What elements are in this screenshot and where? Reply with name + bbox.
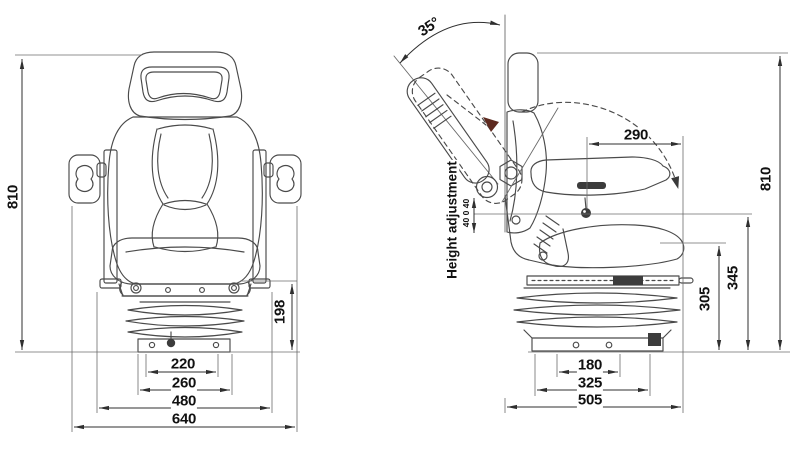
dim-label-side-325: 325: [576, 374, 604, 392]
dim-label-front-220: 220: [169, 355, 197, 373]
armrest-front-left: [68, 149, 122, 289]
base-side: [531, 333, 664, 352]
adjustment-range-label: 40 0 40: [460, 197, 471, 229]
armrest-rotation-arc: [521, 101, 680, 189]
lumbar-lever: [581, 197, 591, 218]
headrest-front: [127, 51, 243, 121]
dim-label-front-640: 640: [170, 410, 198, 428]
dim-label-side-290: 290: [622, 126, 650, 144]
armrest-front-right: [248, 149, 302, 289]
folded-armrest: [406, 77, 490, 184]
dim-label-side-505: 505: [576, 391, 604, 409]
dim-label-side-305: 305: [696, 285, 714, 313]
side-extension-lines: [474, 52, 790, 413]
backrest-front: [107, 116, 263, 285]
seat-frame-front: [119, 281, 251, 297]
folded-backrest-dashed: [411, 67, 523, 204]
recline-bracket: [504, 195, 569, 267]
fold-direction-arrow: [483, 117, 499, 132]
armrest-side: [530, 156, 671, 196]
dim-label-front-260: 260: [170, 374, 198, 392]
front-view-drawing: [68, 51, 302, 353]
seat-cushion-side: [538, 224, 685, 269]
dim-label-side-810: 810: [757, 165, 775, 193]
seat-rails: [526, 275, 694, 286]
seat-cushion-front: [109, 237, 261, 297]
dim-label-front-198: 198: [271, 298, 289, 326]
side-view-drawing: [393, 14, 694, 352]
base-front: [137, 331, 231, 353]
suspension-bellows-side: [513, 287, 681, 339]
height-adjustment-label: Height adjustment: [444, 160, 460, 280]
suspension-bellows-front: [125, 301, 245, 338]
dim-label-front-480: 480: [170, 392, 198, 410]
backrest-side: [506, 109, 548, 234]
dim-label-side-345: 345: [724, 264, 742, 292]
dim-label-front-810: 810: [4, 183, 22, 211]
dim-label-side-180: 180: [576, 356, 604, 374]
headrest-side: [507, 52, 539, 113]
front-extension-lines: [15, 54, 300, 432]
